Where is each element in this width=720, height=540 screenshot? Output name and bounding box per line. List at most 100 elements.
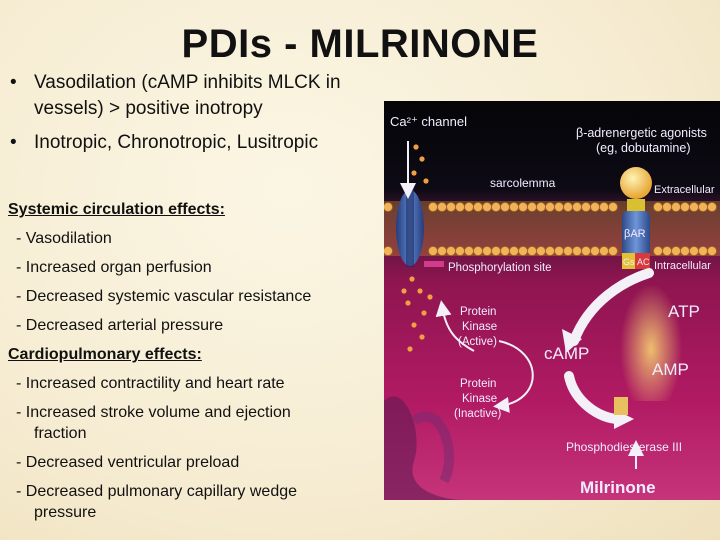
milrinone-mechanism-diagram: Ca²⁺ channel β-adrenergetic agonists (eg… (384, 101, 720, 500)
lipid-head (599, 202, 609, 212)
lipid-head (698, 202, 708, 212)
lipid-head (545, 202, 555, 212)
systemic-effects-section: Systemic circulation effects: - Vasodila… (8, 199, 378, 336)
lipid-head (482, 202, 492, 212)
lipid-head (384, 246, 393, 256)
cardiopulmonary-item-text: - Increased stroke volume and ejection (16, 404, 291, 421)
lipid-head (518, 246, 528, 256)
lipid-head (707, 246, 717, 256)
amp-label: AMP (652, 360, 689, 379)
ac-label: AC (637, 257, 650, 267)
cardiopulmonary-item-text: - Increased contractility and heart rate (16, 375, 285, 392)
pk-active-label-3: (Active) (458, 336, 497, 348)
bullet-item: • Inotropic, Chronotropic, Lusitropic (8, 130, 388, 156)
cardiopulmonary-heading: Cardiopulmonary effects: (8, 346, 202, 363)
systemic-heading: Systemic circulation effects: (8, 201, 225, 218)
diagram-canvas: Ca²⁺ channel β-adrenergetic agonists (eg… (384, 101, 720, 500)
bullet-item: • Vasodilation (cAMP inhibits MLCK in ve… (8, 70, 388, 122)
pde-label: Phosphodiesterase III (566, 440, 682, 454)
lipid-head (464, 202, 474, 212)
lipid-head (446, 246, 456, 256)
pk-inactive-label-2: Kinase (462, 393, 497, 405)
lipid-head (500, 202, 510, 212)
calcium-ion (405, 300, 411, 306)
intracellular-label: Intracellular (654, 260, 711, 272)
cardiopulmonary-item: - Decreased ventricular preload (8, 452, 378, 473)
lipid-head (384, 202, 393, 212)
bullet-list: • Vasodilation (cAMP inhibits MLCK in ve… (8, 70, 388, 164)
calcium-ion (419, 334, 425, 340)
lipid-head (608, 246, 618, 256)
milrinone-label: Milrinone (580, 478, 656, 497)
bullet-dot-icon: • (10, 72, 17, 93)
lipid-head (473, 246, 483, 256)
calcium-ion (407, 346, 413, 352)
lipid-head (680, 246, 690, 256)
ca-channel-label: Ca²⁺ channel (390, 114, 467, 129)
beta-adrenergic-receptor-icon (620, 167, 682, 401)
agonists-example-label: (eg, dobutamine) (596, 141, 691, 155)
lipid-head (662, 246, 672, 256)
lipid-head (689, 246, 699, 256)
lipid-head (653, 202, 663, 212)
lipid-head (428, 202, 438, 212)
calcium-ion (417, 288, 423, 294)
systemic-item: - Decreased systemic vascular resistance (16, 288, 312, 305)
lipid-head (680, 202, 690, 212)
calcium-ion (411, 322, 417, 328)
lipid-head (608, 202, 618, 212)
lipid-head (455, 202, 465, 212)
lipid-head (509, 246, 519, 256)
sarcolemma-membrane (384, 201, 720, 256)
calcium-ion (413, 144, 419, 150)
lipid-head (671, 202, 681, 212)
lipid-head (482, 246, 492, 256)
lipid-head (527, 246, 537, 256)
lipid-head (707, 202, 717, 212)
camp-cycle-arrows (435, 268, 654, 469)
lipid-head (437, 246, 447, 256)
lipid-head (545, 246, 555, 256)
calcium-ion (411, 170, 417, 176)
lipid-head (599, 246, 609, 256)
sarcolemma-label: sarcolemma (490, 176, 556, 190)
bullet-text: Inotropic, Chronotropic, Lusitropic (34, 132, 319, 153)
bullet-dot-icon: • (10, 132, 17, 153)
lipid-head (536, 202, 546, 212)
lipid-head (689, 202, 699, 212)
cardiopulmonary-effects-section: Cardiopulmonary effects: - Increased con… (8, 344, 378, 523)
lipid-head (572, 202, 582, 212)
slide-title: PDIs - MILRINONE (181, 22, 539, 66)
cardiopulmonary-item-continued: fraction (34, 425, 87, 442)
lipid-head (455, 246, 465, 256)
calcium-ion (423, 178, 429, 184)
calcium-ion (409, 276, 415, 282)
bullet-text-continued: vessels) > positive inotropy (34, 98, 263, 119)
lipid-head (581, 202, 591, 212)
camp-label: cAMP (544, 344, 589, 363)
lipid-head (464, 246, 474, 256)
cardiopulmonary-item-text: - Decreased pulmonary capillary wedge (16, 483, 298, 500)
systemic-item: - Decreased arterial pressure (16, 317, 224, 334)
lipid-head (509, 202, 519, 212)
atp-label: ATP (668, 302, 700, 321)
phosphorylation-site-label: Phosphorylation site (448, 262, 552, 274)
cardiopulmonary-item-continued: pressure (34, 504, 97, 521)
lipid-head (554, 246, 564, 256)
calcium-ion (421, 310, 427, 316)
lipid-head (536, 246, 546, 256)
lipid-head (653, 246, 663, 256)
lipid-head (572, 246, 582, 256)
lipid-head (581, 246, 591, 256)
pk-inactive-label-3: (Inactive) (454, 408, 501, 420)
calcium-ion (427, 294, 433, 300)
cytoplasm-structure-icon (384, 396, 464, 500)
lipid-head (554, 202, 564, 212)
calcium-channel-icon (396, 187, 444, 267)
gs-label: Gs (623, 257, 635, 267)
lipid-head (662, 202, 672, 212)
pk-active-label-1: Protein (460, 306, 496, 318)
lipid-head (590, 246, 600, 256)
lipid-head (671, 246, 681, 256)
extracellular-label: Extracellular (654, 184, 715, 196)
